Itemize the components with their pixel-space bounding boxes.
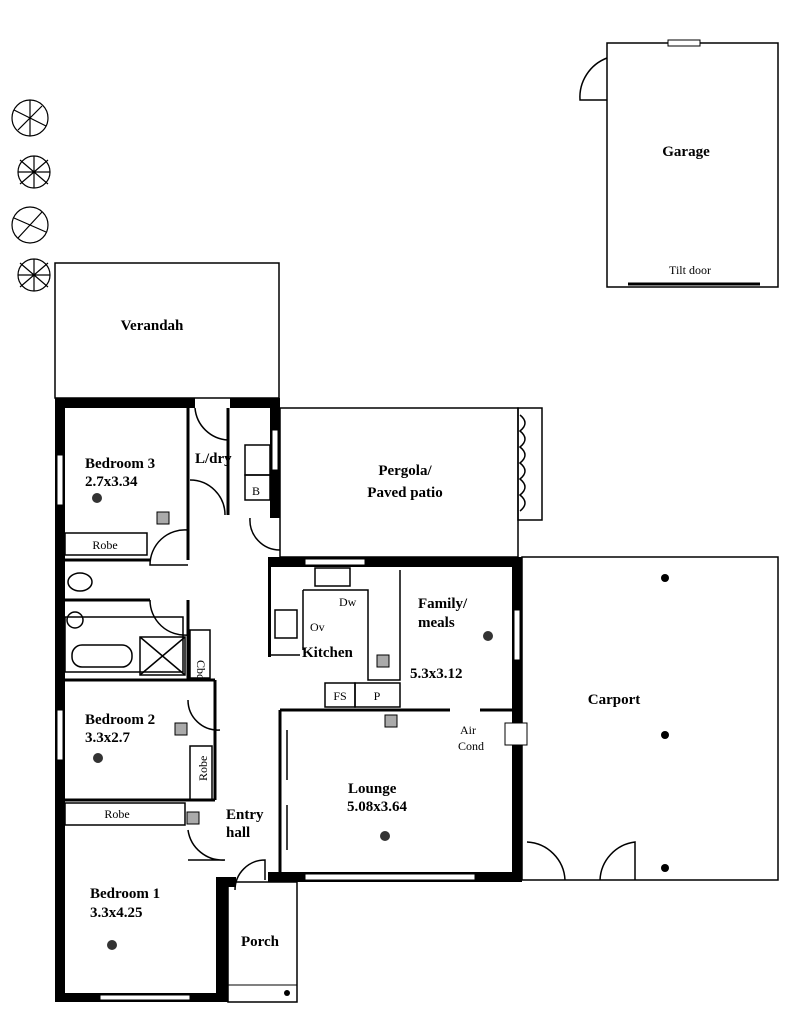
carport-label: Carport — [588, 692, 641, 708]
bedroom1-label: Bedroom 1 — [90, 886, 160, 902]
bedroom2-label: Bedroom 2 — [85, 712, 155, 728]
bedroom2-size: 3.3x2.7 — [85, 730, 131, 746]
oven-label: Ov — [310, 620, 325, 634]
aircond-label-1: Air — [460, 723, 476, 737]
tilt-door-label: Tilt door — [669, 263, 711, 277]
creeper-icon — [517, 407, 543, 521]
lounge-size: 5.08x3.64 — [347, 799, 408, 815]
laundry-label: L/dry — [195, 451, 232, 467]
bedroom3-size: 2.7x3.34 — [85, 474, 138, 490]
pergola — [279, 407, 519, 558]
laundry-fixture: B — [252, 484, 260, 498]
entry-label: Entry — [226, 807, 264, 823]
carport — [521, 556, 779, 881]
family-label: Family/ — [418, 596, 468, 612]
bedroom1-robe: Robe — [104, 807, 129, 821]
porch-label: Porch — [241, 934, 280, 950]
kitchen-label: Kitchen — [302, 645, 353, 661]
light-fittings — [92, 493, 493, 996]
meals-label: meals — [418, 615, 455, 631]
vent-icons — [156, 511, 398, 825]
air-conditioner-icon — [504, 722, 528, 746]
bedroom3-robe: Robe — [92, 538, 117, 552]
fridge-space-label: FS — [333, 689, 346, 703]
verandah-label: Verandah — [121, 318, 184, 334]
aircond-label-2: Cond — [458, 739, 484, 753]
bedroom3-label: Bedroom 3 — [85, 456, 155, 472]
lounge-label: Lounge — [348, 781, 397, 797]
interior-walls — [65, 408, 512, 880]
garage: Garage Tilt door — [579, 39, 779, 288]
garage-label: Garage — [662, 144, 710, 160]
pergola-label: Pergola/ — [378, 463, 432, 479]
dishwasher-label: Dw — [339, 595, 357, 609]
bedroom2-robe: Robe — [196, 756, 210, 781]
porch — [227, 881, 298, 1003]
cupboard-label: Cbd — [194, 660, 208, 680]
garden-plants-icon — [11, 99, 51, 292]
patio-label: Paved patio — [367, 485, 442, 501]
bedroom1-size: 3.3x4.25 — [90, 905, 143, 921]
family-size: 5.3x3.12 — [410, 666, 463, 682]
hall-label: hall — [226, 825, 250, 841]
pantry-label: P — [374, 689, 381, 703]
